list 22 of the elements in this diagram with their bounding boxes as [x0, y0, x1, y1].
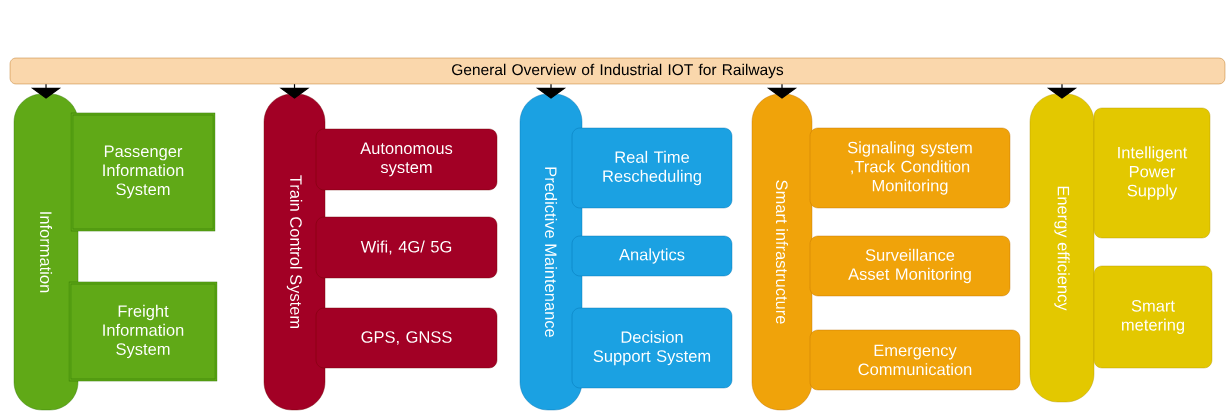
- topic-box: Intelligent Power Supply: [1093, 107, 1211, 239]
- category-pillar: Train Control System: [263, 93, 326, 411]
- topic-box: Emergency Communication: [809, 329, 1021, 391]
- topic-box: Freight Information System: [68, 281, 218, 382]
- node-label: Information: [39, 212, 53, 293]
- category-pillar: Smart infrastructure: [751, 93, 813, 411]
- node-label: Smart infrastructure: [775, 180, 789, 324]
- title-banner: General Overview of Industrial IOT for Railways: [9, 57, 1226, 85]
- topic-box: Analytics: [571, 235, 733, 277]
- topic-box: Wifi, 4G/ 5G: [315, 216, 498, 279]
- topic-box: GPS, GNSS: [315, 307, 498, 369]
- topic-box: Real Time Rescheduling: [571, 127, 733, 209]
- topic-box: Surveillance Asset Monitoring: [809, 235, 1011, 297]
- topic-box: Smart metering: [1093, 265, 1213, 369]
- node-label: Train Control System: [286, 175, 303, 329]
- topic-box: Signaling system ,Track Condition Monitoring: [809, 127, 1011, 209]
- category-pillar: Energy efficiency: [1029, 93, 1095, 403]
- topic-box: Autonomous system: [315, 128, 498, 191]
- category-pillar: Information: [13, 93, 79, 411]
- node-label: Predictive Maintenance: [544, 167, 558, 337]
- topic-box: Decision Support System: [571, 307, 733, 389]
- topic-box: Passenger Information System: [70, 112, 216, 232]
